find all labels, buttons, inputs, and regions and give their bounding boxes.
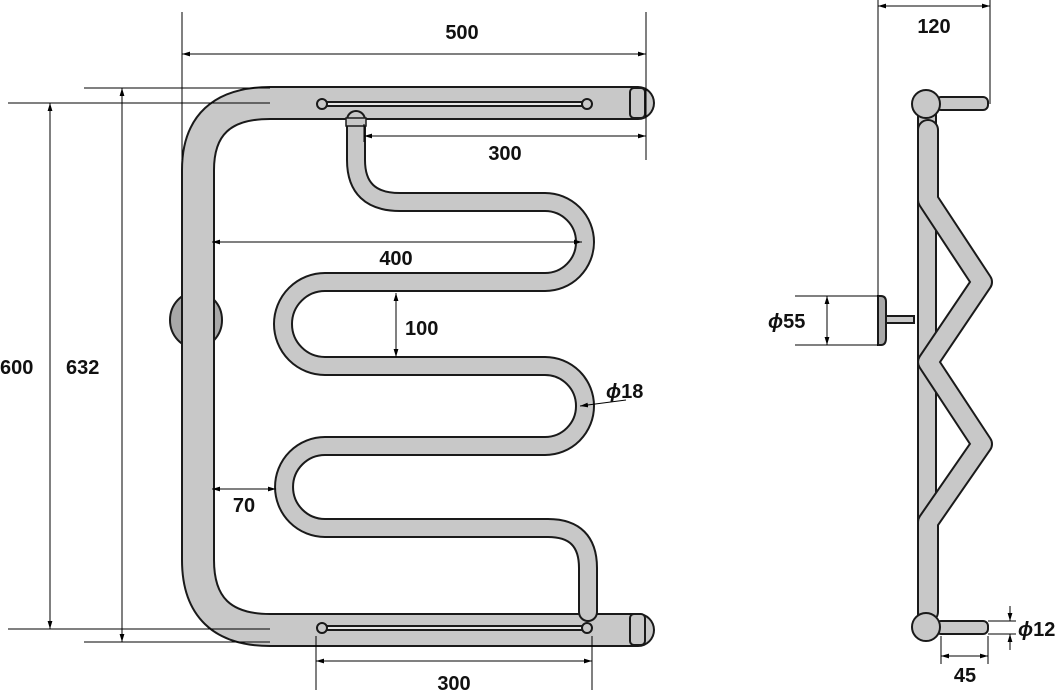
diameter-symbol: ϕ <box>768 311 783 333</box>
dimension-300-top-label: 300 <box>488 143 521 165</box>
dimension-d55: ϕ55 <box>768 295 878 346</box>
side-view: 120 ϕ55 ϕ12 45 <box>768 0 1055 687</box>
dimension-45: 45 <box>940 636 989 687</box>
bottom-rail-slot <box>316 622 593 634</box>
dimension-400: 400 <box>212 239 582 270</box>
dimension-120: 120 <box>877 0 991 296</box>
side-wall-flange <box>877 295 915 346</box>
dimension-45-label: 45 <box>954 665 976 687</box>
dimension-100-label: 100 <box>405 318 438 340</box>
dimension-400-label: 400 <box>379 248 412 270</box>
dimension-d18-label: 18 <box>621 381 643 403</box>
dimension-100: 100 <box>393 293 438 357</box>
dimension-632: 632 <box>66 87 270 643</box>
dimension-d12-label: 12 <box>1033 619 1055 641</box>
dimension-600: 600 <box>0 102 270 630</box>
dimension-d18: ϕ18 <box>579 381 643 408</box>
dimension-300-bottom: 300 <box>315 636 593 690</box>
diameter-symbol: ϕ <box>1018 619 1033 641</box>
dimension-120-label: 120 <box>917 16 950 38</box>
top-rail-slot <box>316 98 593 110</box>
dimension-632-label: 632 <box>66 357 99 379</box>
frame-tube <box>181 86 655 647</box>
dimension-500: 500 <box>181 12 647 160</box>
dimension-d12: ϕ12 <box>988 606 1055 650</box>
side-brackets <box>911 89 989 642</box>
side-zigzag <box>917 119 993 623</box>
dimension-d55-label: 55 <box>783 311 805 333</box>
svg-text:ϕ55: ϕ55 <box>768 311 805 333</box>
svg-text:ϕ12: ϕ12 <box>1018 619 1055 641</box>
svg-text:ϕ18: ϕ18 <box>606 381 643 403</box>
dimension-70-label: 70 <box>233 495 255 517</box>
dimension-500-label: 500 <box>445 22 478 44</box>
dimension-600-label: 600 <box>0 357 33 379</box>
dimension-70: 70 <box>212 486 276 517</box>
diameter-symbol: ϕ <box>606 381 621 403</box>
serpentine-coil <box>273 110 598 622</box>
front-view: 500 300 400 100 ϕ18 70 <box>0 12 655 690</box>
rail-end-caps <box>629 87 646 646</box>
dimension-300-top: 300 <box>363 124 646 165</box>
dimension-300-bottom-label: 300 <box>437 673 470 690</box>
